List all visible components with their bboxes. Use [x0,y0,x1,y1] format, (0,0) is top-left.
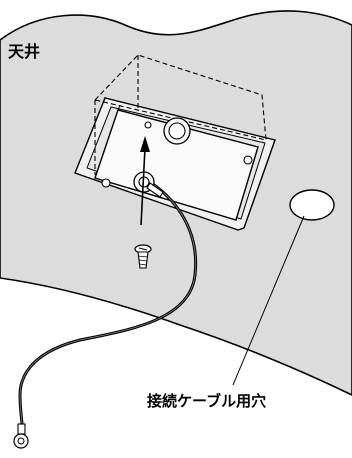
ring-terminal [13,423,29,449]
hole-leader-line [232,215,305,386]
ground-screw [134,244,152,269]
ceiling-label: 天井 [8,42,41,61]
cable-hole-label: 接続ケーブル用穴 [147,392,267,410]
plate-screw-hole [101,178,111,188]
dashed-unit-outline [93,54,267,141]
box-front-face [94,109,259,221]
plate-screw-hole [144,121,152,129]
plate-screw-hole [243,155,253,165]
ground-cable-highlight [19,184,197,426]
box-boss-inner [168,122,186,140]
cable-hole [289,189,335,221]
mounting-arrow-shaft [140,147,146,226]
cable-lug-top [146,182,164,198]
mounting-arrow-head [140,136,150,152]
